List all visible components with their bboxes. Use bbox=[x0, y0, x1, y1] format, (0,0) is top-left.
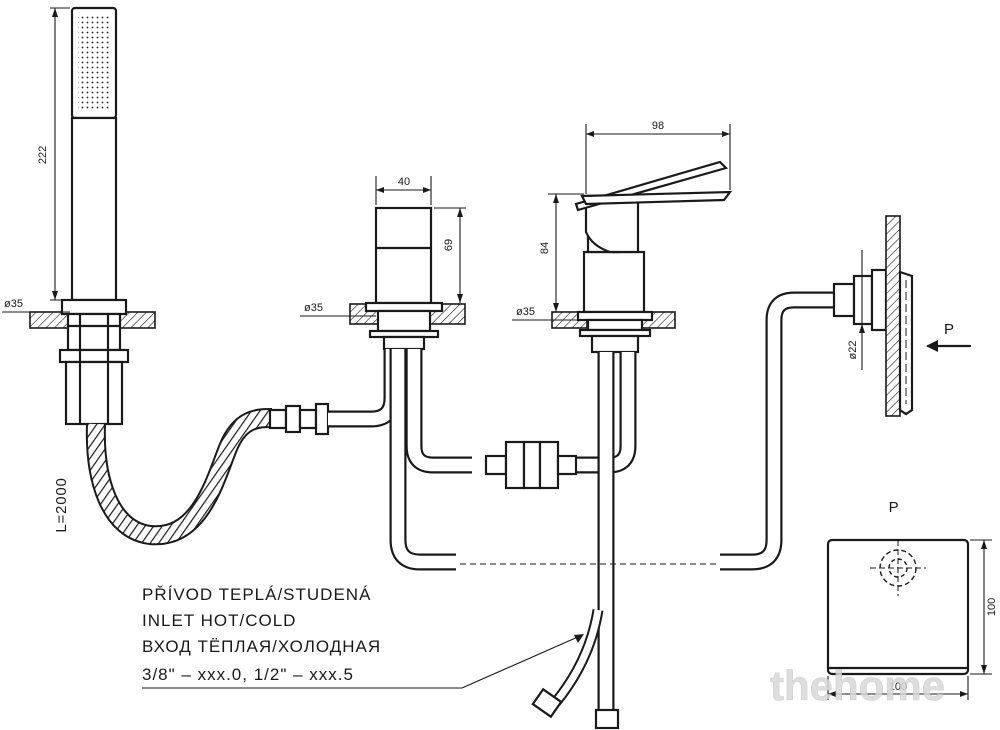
note-line-1: PŘÍVOD TEPLÁ/STUDENÁ bbox=[142, 585, 371, 604]
note-line-2: INLET HOT/COLD bbox=[142, 611, 296, 630]
pipes bbox=[328, 291, 836, 712]
plate-height-label: 100 bbox=[986, 598, 998, 616]
plate-view: P 100 100 bbox=[826, 499, 998, 700]
mixer bbox=[551, 160, 733, 354]
hose-length-label: L=2000 bbox=[53, 477, 70, 532]
mixer-height-label: 84 bbox=[539, 242, 551, 254]
inlet-note: PŘÍVOD TEPLÁ/STUDENÁ INLET HOT/COLD ВХОД… bbox=[142, 585, 584, 689]
spout-dia-label: ø35 bbox=[304, 302, 323, 314]
note-line-3: ВХОД ТЁПЛАЯ/ХОЛОДНАЯ bbox=[142, 637, 381, 656]
inlet-nuts bbox=[531, 687, 620, 730]
note-line-4: 3/8" – xxx.0, 1/2" – xxx.5 bbox=[142, 665, 354, 684]
spout-dimensions: 40 69 ø35 bbox=[300, 176, 466, 317]
mixer-dia-label: ø35 bbox=[516, 306, 535, 318]
view-arrow: P bbox=[926, 321, 972, 352]
valve-dimensions: ø22 bbox=[847, 250, 865, 370]
spout-width-label: 40 bbox=[398, 176, 410, 188]
view-arrow-label: P bbox=[944, 321, 955, 338]
plate-view-label: P bbox=[889, 499, 900, 516]
shower-dia-label: ø35 bbox=[4, 298, 23, 310]
shower-dimensions: 222 ø35 bbox=[2, 7, 70, 313]
mixer-dimensions: 98 84 ø35 bbox=[512, 120, 731, 321]
spout bbox=[349, 206, 466, 351]
watermark: thehome bbox=[770, 662, 945, 709]
valve-dia-label: ø22 bbox=[847, 341, 859, 360]
hose-connector bbox=[268, 402, 330, 436]
pipe-coupler bbox=[484, 440, 578, 490]
shower-height-label: 222 bbox=[37, 146, 49, 164]
wall-valve bbox=[832, 215, 914, 417]
hand-shower bbox=[29, 6, 156, 426]
flexible-hose: L=2000 bbox=[53, 408, 273, 546]
mixer-width-label: 98 bbox=[652, 120, 664, 132]
spout-height-label: 69 bbox=[443, 239, 455, 251]
plate-width-label: 100 bbox=[889, 681, 907, 693]
